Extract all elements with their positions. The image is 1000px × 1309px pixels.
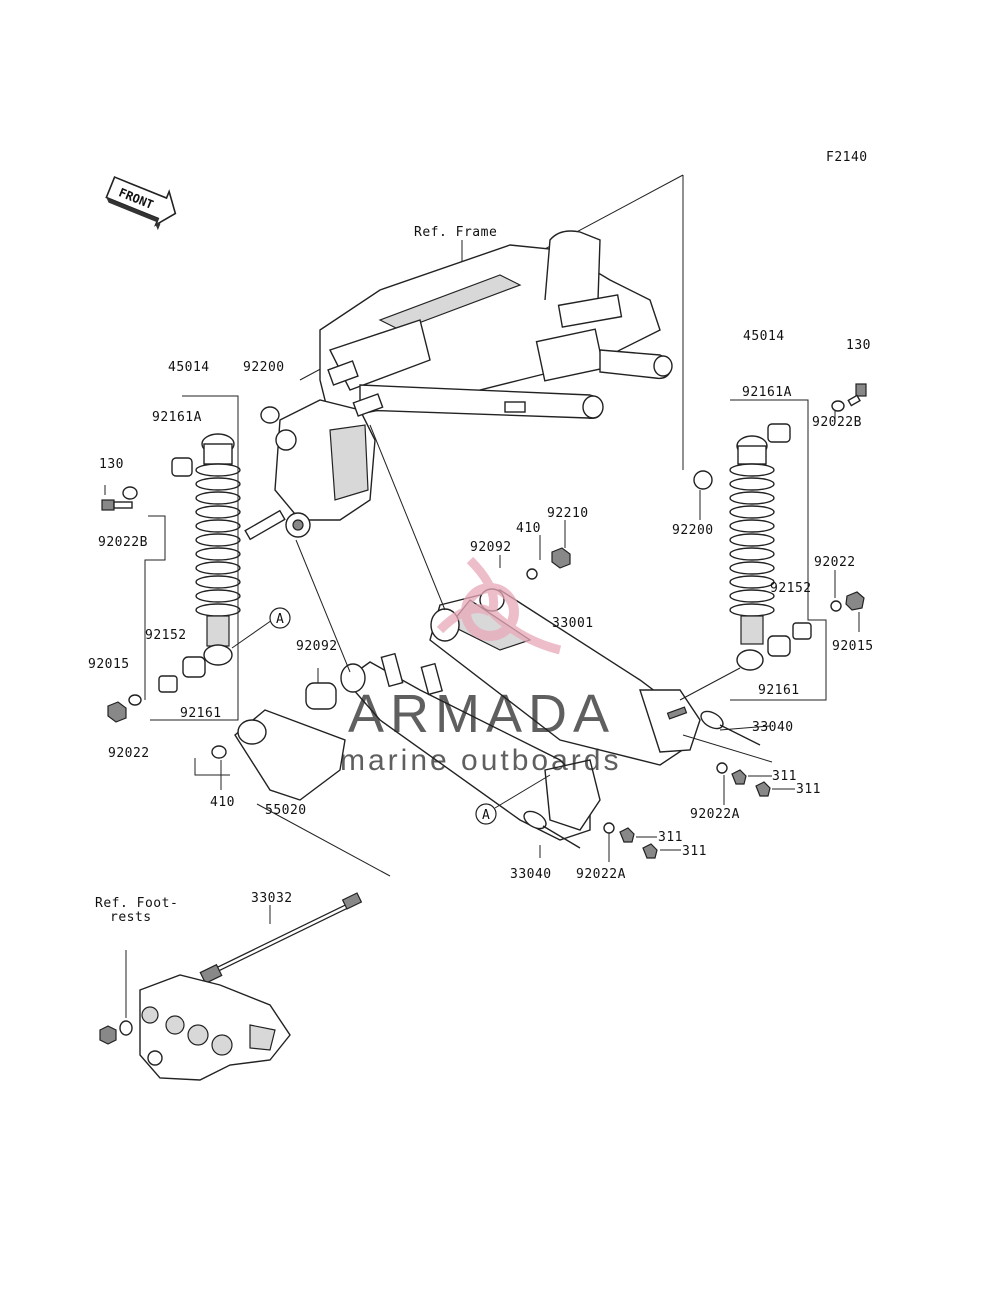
bolt-33040-bottom	[523, 810, 581, 849]
nut-311-c	[619, 827, 635, 843]
label-33040-bottom: 33040	[510, 867, 552, 882]
bushing-92161a-right	[767, 423, 791, 443]
bushing-92161a-left	[171, 457, 193, 477]
label-33040-right: 33040	[752, 720, 794, 735]
bolt-130-left	[101, 499, 133, 511]
washer-92022b-right	[831, 400, 845, 412]
label-45014-left: 45014	[168, 360, 210, 375]
bushing-92161-right	[767, 635, 791, 657]
label-92161-right: 92161	[758, 683, 800, 698]
label-92200-right: 92200	[672, 523, 714, 538]
label-92022-left: 92022	[108, 746, 150, 761]
washer-410-center	[526, 568, 538, 580]
callout-a-lower-text: A	[482, 808, 490, 823]
callout-a-lower: A	[475, 803, 497, 825]
ref-footrests-label-line1: Ref. Foot-	[95, 896, 178, 911]
label-92152-right: 92152	[770, 581, 812, 596]
watermark-brand: ARMADA	[348, 684, 615, 744]
bushing-92161-left	[182, 656, 206, 678]
ref-frame-label: Ref. Frame	[414, 225, 497, 240]
label-92210: 92210	[547, 506, 589, 521]
washer-92022b-left	[122, 486, 138, 500]
callout-a-upper-text: A	[276, 612, 284, 627]
washer-92022-right	[830, 600, 842, 612]
frame	[244, 230, 673, 541]
label-92015-right: 92015	[832, 639, 874, 654]
label-92161a-left: 92161A	[152, 410, 202, 425]
collar-92092-left	[305, 682, 337, 710]
label-92022a-right: 92022A	[690, 807, 740, 822]
label-130-right: 130	[846, 338, 871, 353]
bolt-33040-right	[700, 710, 761, 746]
label-92152-left: 92152	[145, 628, 187, 643]
label-55020: 55020	[265, 803, 307, 818]
label-311-c: 311	[658, 830, 683, 845]
nut-311-d	[642, 843, 658, 859]
washer-92200-left	[260, 406, 280, 424]
label-92092-left: 92092	[296, 639, 338, 654]
washer-92200-right	[693, 470, 713, 490]
front-arrow-icon: FRONT	[105, 176, 177, 231]
nut-92015-right	[845, 591, 865, 611]
chain-guard-55020	[234, 709, 346, 801]
washer-92022a-right	[716, 762, 728, 774]
ref-footrests-label-line2: rests	[110, 910, 152, 925]
washer-92022-left	[128, 694, 142, 706]
label-311-d: 311	[682, 844, 707, 859]
nut-311-a	[731, 769, 747, 785]
label-45014-right: 45014	[743, 329, 785, 344]
callout-a-upper: A	[269, 607, 291, 629]
washer-410-left	[211, 745, 227, 759]
right-shock-absorber	[729, 435, 775, 671]
label-33032: 33032	[251, 891, 293, 906]
nut-92210	[551, 547, 571, 569]
footrest-bracket	[139, 974, 291, 1081]
diagram-code: F2140	[826, 150, 868, 165]
label-311-b: 311	[796, 782, 821, 797]
label-410-center: 410	[516, 521, 541, 536]
washer-footrest	[119, 1020, 133, 1036]
label-92092-center: 92092	[470, 540, 512, 555]
label-92015-left: 92015	[88, 657, 130, 672]
label-410-left: 410	[210, 795, 235, 810]
axle-33032	[199, 892, 363, 985]
collar-92152-left	[158, 675, 178, 693]
collar-92152-right	[792, 622, 812, 640]
label-92022b-left: 92022B	[98, 535, 148, 550]
washer-92022a-bottom	[603, 822, 615, 834]
label-92200-left: 92200	[243, 360, 285, 375]
nut-footrest	[99, 1025, 117, 1045]
watermark-tagline: marine outboards	[340, 744, 621, 777]
label-311-a: 311	[772, 769, 797, 784]
left-shock-absorber	[195, 433, 241, 666]
nut-311-b	[755, 781, 771, 797]
label-92161a-right: 92161A	[742, 385, 792, 400]
label-92022b-right: 92022B	[812, 415, 862, 430]
label-92022-right: 92022	[814, 555, 856, 570]
watermark-logo	[436, 556, 562, 655]
bolt-130-right	[847, 383, 867, 407]
label-130-left: 130	[99, 457, 124, 472]
nut-92015-left	[107, 701, 127, 723]
label-33001: 33001	[552, 616, 594, 631]
label-92161-left: 92161	[180, 706, 222, 721]
label-92022a-bottom: 92022A	[576, 867, 626, 882]
